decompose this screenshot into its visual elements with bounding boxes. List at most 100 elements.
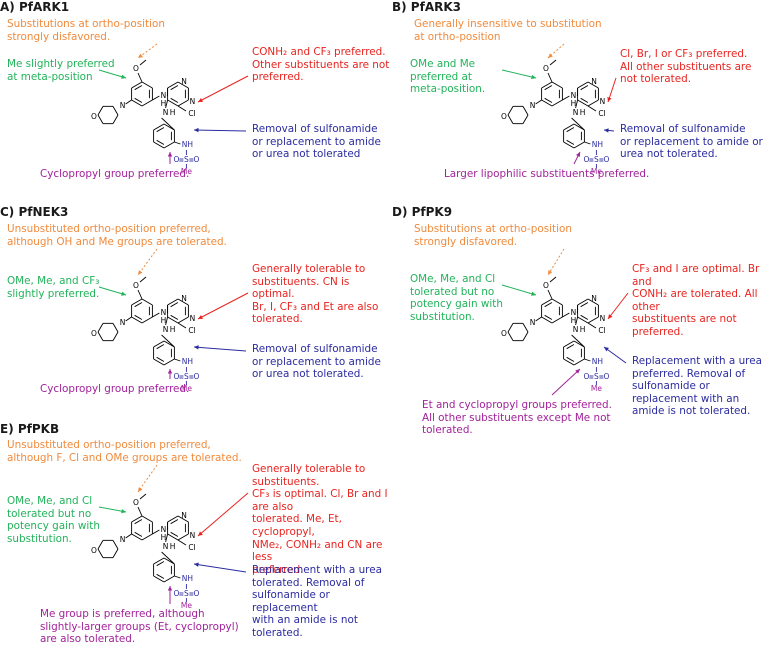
bond	[137, 289, 143, 300]
pyrimidine-n1: N	[181, 294, 187, 303]
bond	[112, 548, 119, 558]
bond	[167, 99, 179, 107]
sulfonyl-oxygen-right: O	[193, 589, 199, 598]
bond	[577, 298, 589, 306]
bond	[573, 358, 585, 366]
bond	[580, 314, 589, 320]
ortho-arrow-head	[138, 270, 143, 275]
methyl-group: Me	[591, 167, 602, 176]
pyrimidine-c5-note: CONH₂ and CF₃ preferred. Other substitue…	[252, 46, 390, 84]
ortho-note: Unsubstituted ortho-position preferred, …	[7, 223, 227, 248]
bond	[153, 575, 165, 583]
alkyl-note: Larger lipophilic substituents preferred…	[444, 168, 650, 180]
alkyl-arrow	[167, 369, 173, 379]
ortho-arrow-head	[548, 270, 553, 275]
meta-arrow-head	[121, 291, 126, 296]
meta-note: OMe and Me preferred at meta-position.	[410, 58, 486, 96]
aniline-nitrogen: N	[573, 108, 579, 117]
meta-note: OMe, Me, and Cl tolerated but no potency…	[410, 273, 503, 323]
methoxy-oxygen: O	[543, 281, 549, 290]
sulfonamide-note: Replacement with a urea preferred. Remov…	[632, 355, 762, 418]
bond	[97, 114, 104, 124]
alkyl-note: Me group is preferred, although slightly…	[40, 608, 239, 646]
bond	[571, 334, 585, 348]
bond	[125, 99, 132, 105]
ortho-arrow-head	[138, 53, 143, 58]
morpholine-nitrogen: N	[530, 318, 536, 327]
bond	[134, 519, 143, 525]
bond	[163, 123, 175, 131]
alkyl-arrow-head	[575, 369, 580, 374]
sulfonyl-oxygen-left: O	[173, 589, 179, 598]
bond	[551, 99, 563, 107]
morpholine-nitrogen: N	[120, 535, 126, 544]
anisole-ring	[131, 298, 153, 324]
bond	[131, 316, 143, 324]
sulfonamide-arrow-head	[194, 562, 199, 567]
ortho-arrow-shaft	[547, 248, 565, 276]
bond	[170, 85, 179, 91]
annotation-arrows	[501, 43, 617, 165]
pyrimidine-n3: N	[190, 97, 196, 106]
morpholine-ring	[97, 322, 119, 342]
chloro-atom: Cl	[188, 326, 195, 335]
bond	[522, 114, 529, 124]
bond	[125, 316, 132, 322]
sulfur-atom: S	[184, 372, 189, 381]
pyrimidine-n3: N	[600, 314, 606, 323]
bond	[566, 344, 575, 350]
sulfonamide-arrow-head	[604, 347, 609, 352]
alkyl-note: Cyclopropyl group preferred.	[40, 168, 190, 180]
bond	[165, 316, 169, 326]
bond	[97, 323, 104, 333]
pyrimidine-c5-note: CF₃ and I are optimal. Br and CONH₂ are …	[632, 263, 760, 338]
pyrimidine-n1: N	[591, 294, 597, 303]
bond	[163, 575, 175, 583]
bond	[174, 141, 181, 145]
bond	[152, 95, 160, 101]
bond	[156, 573, 165, 579]
bond	[587, 105, 597, 112]
aniline-nitrogen: N	[573, 325, 579, 334]
amine-hydrogen: H	[571, 99, 577, 108]
bond	[577, 81, 589, 89]
methoxy-oxygen: O	[543, 64, 549, 73]
bond	[563, 358, 575, 366]
pyrimidine-n1: N	[181, 77, 187, 86]
methyl-group: Me	[591, 384, 602, 393]
chloro-atom: Cl	[598, 109, 605, 118]
methyl-group: Me	[181, 167, 192, 176]
bond	[566, 127, 575, 133]
meta-note: OMe, Me, and Cl tolerated but no potency…	[7, 495, 100, 545]
pyrimidine-c5-note: Cl, Br, I or CF₃ preferred. All other su…	[620, 48, 752, 86]
bond	[141, 81, 153, 89]
bond	[153, 141, 165, 149]
morpholine-oxygen: O	[501, 329, 507, 338]
aniline-nitrogen: N	[163, 325, 169, 334]
amine-hydrogen: H	[161, 316, 167, 325]
aniline-hydrogen: H	[170, 108, 176, 117]
annotation-arrows	[98, 248, 249, 379]
bond	[575, 99, 579, 109]
alkyl-arrow-head	[576, 152, 580, 157]
pyrimidine-c5-arrow-head	[198, 97, 203, 102]
bond	[541, 81, 553, 89]
morpholine-nitrogen: N	[120, 318, 126, 327]
alkyl-arrow	[573, 151, 581, 165]
morpholine-ring	[97, 105, 119, 125]
meta-note: Me slightly preferred at meta-position	[7, 58, 115, 83]
ortho-arrow	[137, 248, 158, 276]
ortho-note: Substitutions at ortho-position strongly…	[414, 223, 572, 248]
pyrimidine-c5-arrow	[607, 77, 617, 103]
bond	[170, 302, 179, 308]
bond	[112, 114, 119, 124]
ortho-note: Substitutions at ortho-position strongly…	[7, 18, 165, 43]
bond	[131, 81, 143, 89]
bond	[507, 114, 514, 124]
pyrimidine-c5-arrow	[197, 492, 249, 537]
bond	[170, 519, 179, 525]
bond	[507, 323, 514, 333]
bond	[177, 515, 189, 523]
aniline-ring	[563, 123, 585, 149]
amine-nitrogen: N	[161, 91, 167, 100]
